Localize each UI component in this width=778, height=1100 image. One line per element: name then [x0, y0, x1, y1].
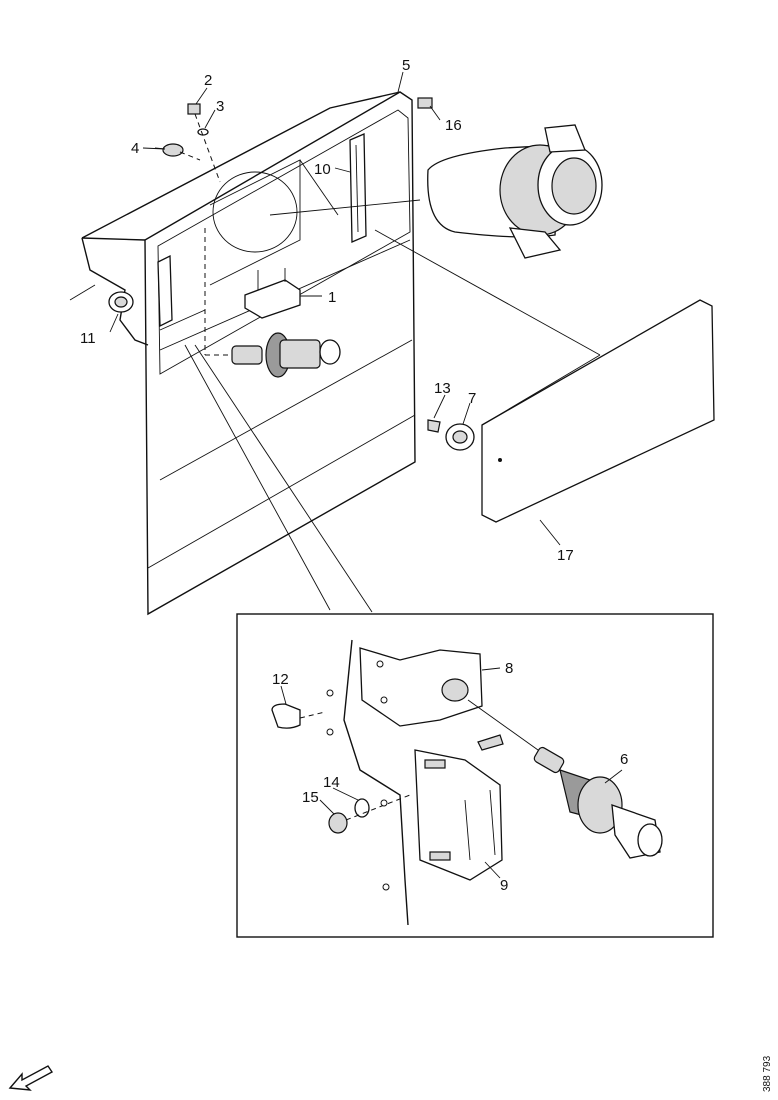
callout-5: 5 [402, 57, 410, 74]
part-13-screw [427, 419, 441, 433]
part-7-knob [445, 423, 475, 451]
callout-11: 11 [80, 330, 96, 347]
callout-7: 7 [468, 390, 476, 407]
part-17-cover-plate [481, 299, 715, 523]
callout-1: 1 [328, 289, 336, 306]
part-1-switch [244, 268, 322, 319]
screw-2-3 [187, 103, 221, 183]
callout-8: 8 [505, 660, 513, 677]
callout-15: 15 [302, 789, 319, 806]
part-6-plug-main [231, 332, 341, 378]
callout-14: 14 [323, 774, 340, 791]
callout-6: 6 [620, 751, 628, 768]
callouts: 1 2 3 4 5 10 16 11 13 7 17 8 12 6 14 15 … [80, 57, 628, 894]
cabinet-panel [69, 91, 601, 616]
drawing-code: 388 793 [762, 1055, 773, 1092]
socket-housing [427, 124, 603, 259]
callout-9: 9 [500, 877, 508, 894]
callout-12: 12 [272, 671, 289, 688]
detail-box [236, 613, 714, 938]
callout-4: 4 [131, 140, 139, 157]
callout-2: 2 [204, 72, 212, 89]
callout-10: 10 [314, 161, 331, 178]
callout-13: 13 [434, 380, 451, 397]
callout-17: 17 [557, 547, 574, 564]
part-16-screw [417, 97, 433, 109]
callout-3: 3 [216, 98, 224, 115]
part-11-grommet [108, 291, 134, 313]
part-4-nut [154, 143, 201, 161]
arrow-down-left-icon [8, 1065, 54, 1091]
callout-16: 16 [445, 117, 462, 134]
leader-lines [109, 71, 623, 879]
